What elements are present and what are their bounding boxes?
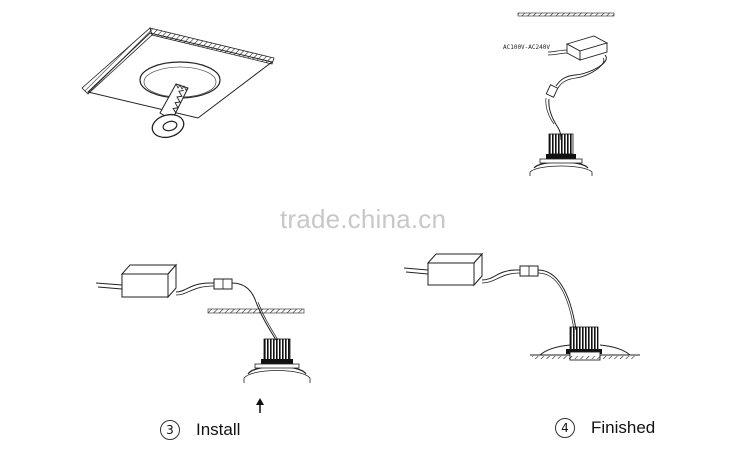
panel-cut-hole: [81, 27, 275, 139]
step-number-badge: 3: [160, 420, 180, 440]
downlight-fixture-3: [243, 338, 311, 383]
panel-install: [95, 263, 311, 413]
watermark-text: trade.china.cn: [280, 204, 447, 234]
driver-box: [565, 35, 609, 61]
hole-saw-icon: [151, 83, 189, 139]
panel-finished: [403, 252, 640, 361]
ceiling-line: [207, 308, 305, 314]
driver-box: [120, 263, 178, 299]
panel-wiring: AC100V-AC240V: [503, 12, 615, 176]
push-up-arrow-icon: [256, 398, 264, 413]
step-number-badge: 4: [555, 418, 575, 438]
step-label: Finished: [591, 418, 656, 437]
step-install-caption: 3 Install: [160, 420, 240, 440]
step-finished-caption: 4 Finished: [555, 418, 655, 438]
downlight-fixture-4: [530, 326, 640, 361]
driver-voltage-label: AC100V-AC240V: [503, 44, 550, 51]
step-label: Install: [196, 420, 241, 439]
downlight-fixture-2: [529, 133, 593, 176]
ceiling-edge-top: [149, 27, 275, 65]
driver-box: [426, 252, 484, 287]
ceiling-line: [517, 12, 615, 17]
